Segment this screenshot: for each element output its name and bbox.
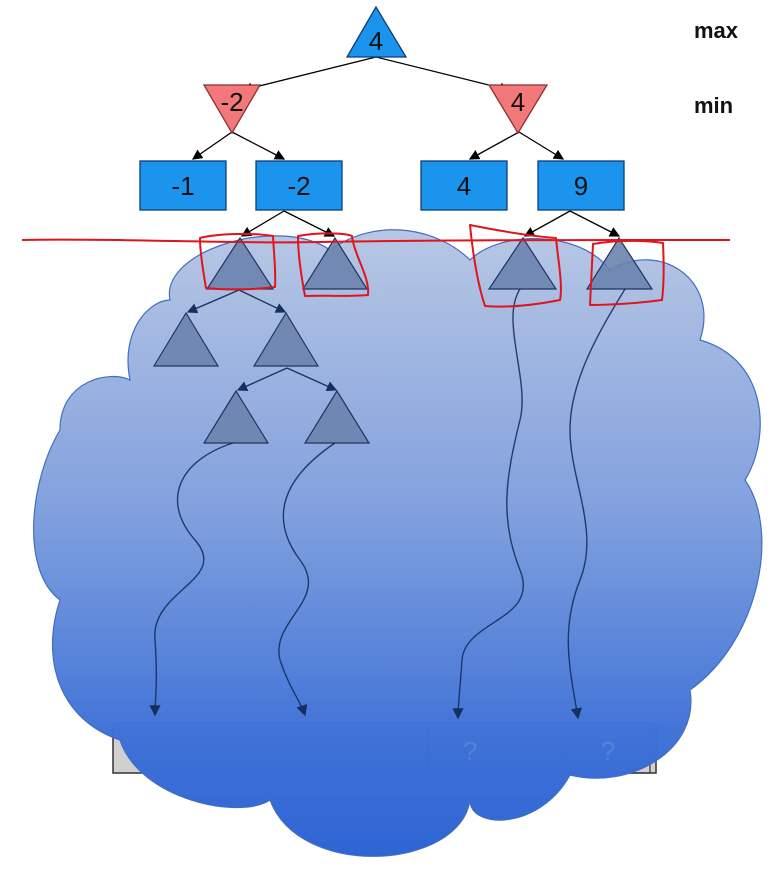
min-node-left: -2 bbox=[202, 84, 262, 135]
triangle-b bbox=[301, 236, 369, 290]
wavy-paths bbox=[149, 288, 626, 720]
subtree-edges bbox=[186, 289, 338, 392]
red-box-1 bbox=[199, 232, 277, 291]
leaf-box-4: 9 bbox=[537, 160, 625, 211]
label-min: min bbox=[694, 93, 733, 118]
min-left-value: -2 bbox=[220, 87, 243, 117]
root-max-node: 4 bbox=[345, 5, 408, 58]
red-boxes bbox=[199, 224, 665, 308]
leaf-box-1: -1 bbox=[139, 160, 227, 211]
triangle-e bbox=[152, 311, 220, 367]
bottom-value-1: ? bbox=[463, 736, 477, 766]
tree-edges bbox=[191, 56, 621, 237]
red-box-3 bbox=[469, 224, 562, 308]
triangle-h bbox=[303, 389, 371, 444]
triangle-g bbox=[202, 389, 270, 444]
cut-line bbox=[21, 238, 731, 244]
min-right-value: 4 bbox=[511, 87, 525, 117]
triangle-d bbox=[585, 236, 654, 290]
red-box-4 bbox=[589, 239, 665, 306]
label-max: max bbox=[694, 18, 739, 43]
leaf-value-3: 4 bbox=[457, 171, 471, 201]
triangle-c bbox=[487, 236, 558, 290]
leaf-box-3: 4 bbox=[420, 160, 508, 211]
red-box-2 bbox=[297, 232, 370, 297]
triangle-f bbox=[252, 311, 320, 367]
leaf-value-2: -2 bbox=[287, 171, 310, 201]
leaf-value-4: 9 bbox=[574, 171, 588, 201]
min-node-right: 4 bbox=[487, 84, 549, 135]
bottom-value-2: ? bbox=[601, 736, 615, 766]
leaf-value-1: -1 bbox=[171, 171, 194, 201]
leaf-box-2: -2 bbox=[255, 160, 343, 211]
root-value: 4 bbox=[369, 26, 383, 56]
cloud bbox=[33, 229, 763, 857]
subtree-triangles bbox=[152, 236, 654, 444]
